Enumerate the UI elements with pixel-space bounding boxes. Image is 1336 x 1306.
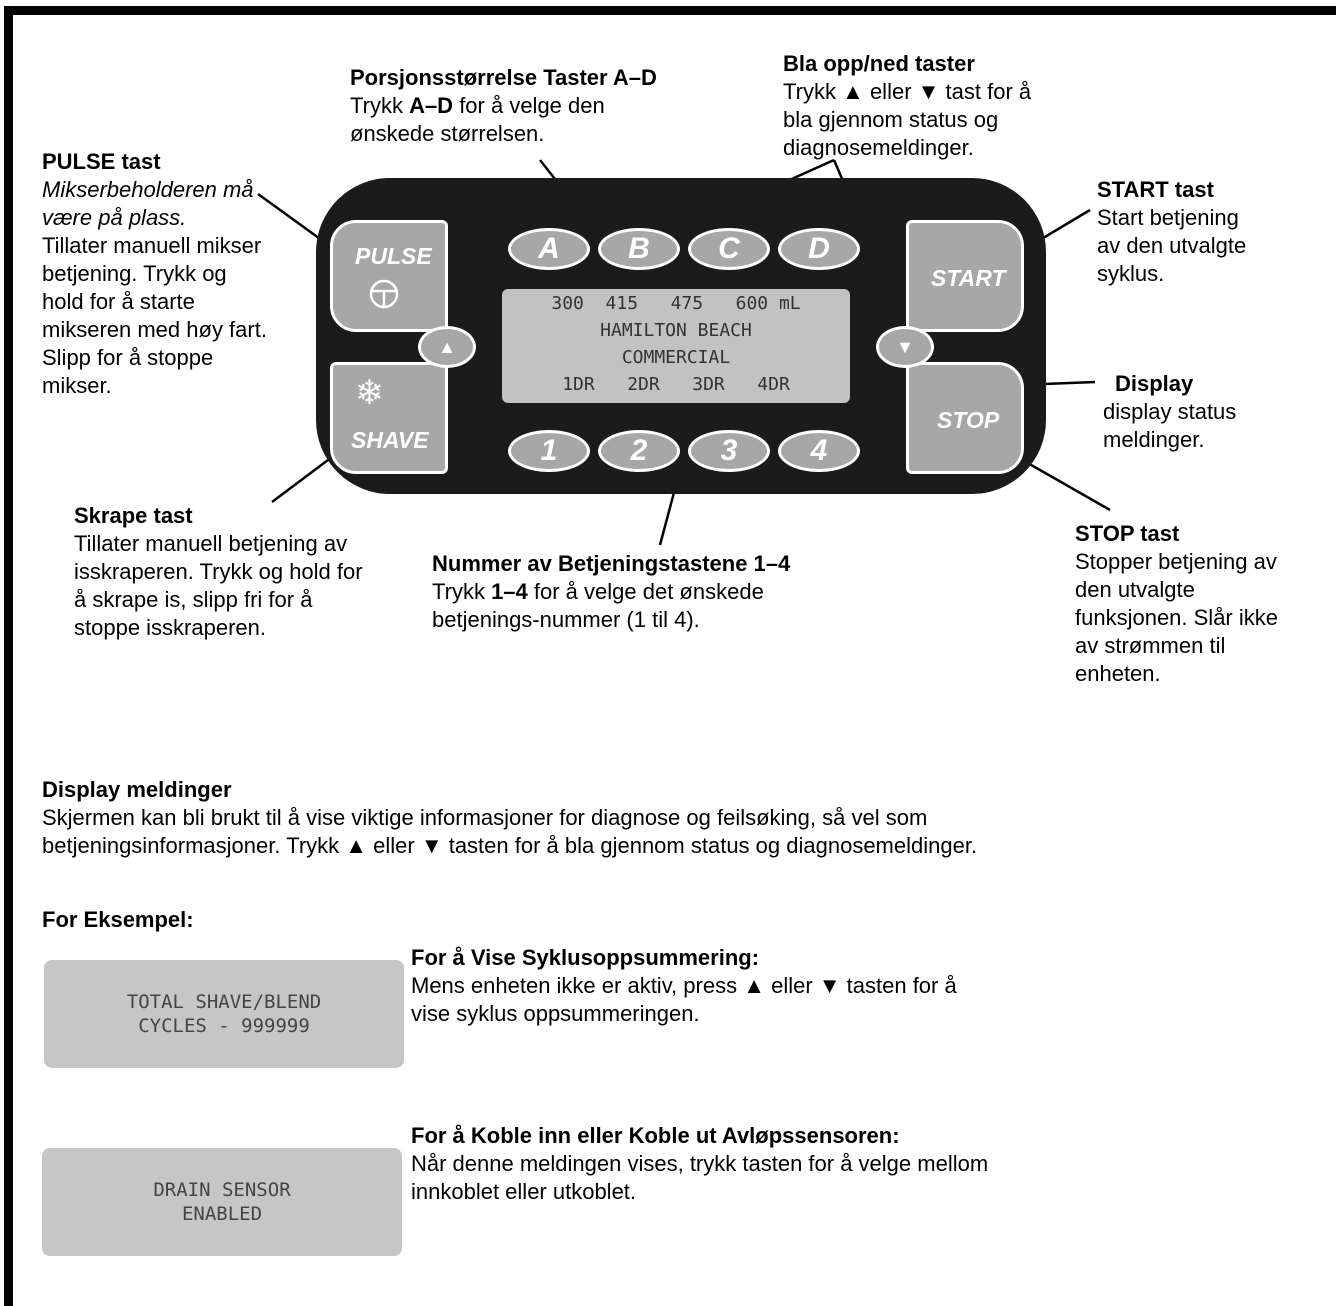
pulse-icon (367, 277, 401, 311)
example-drain-body: Når denne meldingen vises, trykk tasten … (411, 1150, 991, 1206)
numbers-title: Nummer av Betjeningstastene 1–4 (432, 550, 892, 578)
scroll-body: Trykk ▲ eller ▼ tast for å bla gjennom s… (783, 78, 1053, 162)
scroll-up-button[interactable]: ▲ (418, 326, 476, 368)
scroll-title: Bla opp/ned taster (783, 50, 1053, 78)
portion-callout: Porsjonsstørrelse Taster A–D Trykk A–D f… (350, 64, 750, 148)
pulse-button[interactable]: PULSE (330, 220, 448, 332)
scroll-callout: Bla opp/ned taster Trykk ▲ eller ▼ tast … (783, 50, 1053, 162)
display-messages-section: Display meldinger Skjermen kan bli brukt… (42, 776, 1282, 860)
pulse-callout: PULSE tast Mikserbeholderen må være på p… (42, 148, 272, 400)
operation-key-4[interactable]: 4 (778, 430, 860, 472)
snowflake-icon: ❄ (355, 373, 384, 413)
stop-body: Stopper betjening av den utvalgte funksj… (1075, 548, 1295, 688)
stop-label: STOP (937, 407, 999, 434)
shave-label: SHAVE (351, 427, 429, 454)
lcd-line-2: HAMILTON BEACH (502, 320, 850, 341)
example-cycles-title: For å Vise Syklusoppsummering: (411, 944, 1031, 972)
operation-key-1[interactable]: 1 (508, 430, 590, 472)
lcd-line-3: COMMERCIAL (502, 347, 850, 368)
example-lcd-cycles-line-1: TOTAL SHAVE/BLEND (44, 990, 404, 1014)
example-drain-text: For å Koble inn eller Koble ut Avløpssen… (411, 1122, 1111, 1206)
example-lcd-drain: DRAIN SENSOR ENABLED (42, 1148, 402, 1256)
start-body: Start betjening av den utvalgte syklus. (1097, 204, 1267, 288)
portion-key-b[interactable]: B (598, 228, 680, 270)
shave-button[interactable]: ❄ SHAVE (330, 362, 448, 474)
start-callout: START tast Start betjening av den utvalg… (1097, 176, 1297, 288)
lcd-display: 300 415 475 600 mL HAMILTON BEACH COMMER… (502, 289, 850, 403)
triangle-down-icon: ▼ (896, 337, 914, 358)
lcd-line-4: 1DR 2DR 3DR 4DR (502, 374, 850, 395)
pulse-title: PULSE tast (42, 148, 272, 176)
operation-key-2[interactable]: 2 (598, 430, 680, 472)
triangle-up-icon: ▲ (438, 337, 456, 358)
start-title: START tast (1097, 176, 1297, 204)
example-cycles-body: Mens enheten ikke er aktiv, press ▲ elle… (411, 972, 1001, 1028)
display-body: display status meldinger. (1103, 398, 1263, 454)
pulse-body: Tillater manuell mikser betjening. Trykk… (42, 232, 272, 400)
stop-title: STOP tast (1075, 520, 1315, 548)
example-drain-title: For å Koble inn eller Koble ut Avløpssen… (411, 1122, 1111, 1150)
portion-key-d[interactable]: D (778, 228, 860, 270)
display-title: Display (1115, 370, 1303, 398)
portion-key-c[interactable]: C (688, 228, 770, 270)
lcd-line-1: 300 415 475 600 mL (502, 293, 850, 314)
section-body: Skjermen kan bli brukt til å vise viktig… (42, 804, 1042, 860)
stop-button[interactable]: STOP (906, 362, 1024, 474)
example-label: For Eksempel: (42, 906, 194, 934)
example-lcd-drain-line-2: ENABLED (42, 1202, 402, 1226)
numbers-callout: Nummer av Betjeningstastene 1–4 Trykk 1–… (432, 550, 892, 634)
pulse-label: PULSE (355, 243, 432, 270)
stop-callout: STOP tast Stopper betjening av den utval… (1075, 520, 1315, 688)
display-callout: Display display status meldinger. (1103, 370, 1303, 454)
example-lcd-drain-line-1: DRAIN SENSOR (42, 1178, 402, 1202)
shave-body: Tillater manuell betjening av isskrapere… (74, 530, 369, 642)
example-cycles-text: For å Vise Syklusoppsummering: Mens enhe… (411, 944, 1031, 1028)
example-lcd-cycles-line-2: CYCLES - 999999 (44, 1014, 404, 1038)
pulse-note: Mikserbeholderen må være på plass. (42, 176, 272, 232)
portion-title: Porsjonsstørrelse Taster A–D (350, 64, 750, 92)
operation-key-3[interactable]: 3 (688, 430, 770, 472)
numbers-body: Trykk 1–4 for å velge det ønskede betjen… (432, 578, 862, 634)
section-title: Display meldinger (42, 776, 1282, 804)
shave-title: Skrape tast (74, 502, 374, 530)
scroll-down-button[interactable]: ▼ (876, 326, 934, 368)
portion-body: Trykk A–D for å velge den ønskede større… (350, 92, 670, 148)
start-button[interactable]: START (906, 220, 1024, 332)
example-lcd-cycles: TOTAL SHAVE/BLEND CYCLES - 999999 (44, 960, 404, 1068)
start-label: START (931, 265, 1006, 292)
portion-key-a[interactable]: A (508, 228, 590, 270)
shave-callout: Skrape tast Tillater manuell betjening a… (74, 502, 374, 642)
